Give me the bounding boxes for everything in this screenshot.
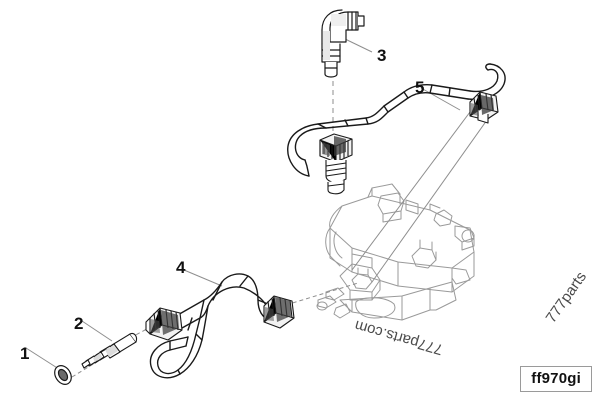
watermark-pump: 777parts.com [353, 317, 445, 358]
leader-line-2 [81, 320, 113, 342]
injection-pump-body [316, 183, 475, 321]
assembly-axis-5-pump [371, 119, 488, 283]
assembly-axis-2-4 [129, 322, 159, 339]
connector-nipple [81, 332, 138, 369]
leader-line-4 [183, 269, 223, 287]
assembly-axis-5b-pump [351, 111, 471, 271]
coupling-lower-right [263, 295, 295, 329]
seal-ring [54, 365, 72, 385]
figure-code-label: ff970gi [520, 365, 592, 392]
fuel-hose-upper [287, 63, 506, 177]
elbow-fitting [321, 9, 365, 78]
watermark-right: 777parts [543, 269, 590, 327]
coupling-upper-right [469, 91, 499, 124]
coupling-upper-left [319, 133, 353, 195]
callout-number-4: 4 [176, 258, 186, 277]
leader-line-5 [420, 87, 461, 111]
callout-number-2: 2 [74, 314, 83, 333]
leader-line-3 [342, 37, 373, 53]
callout-number-1: 1 [20, 344, 29, 363]
coupling-lower-left [145, 307, 183, 341]
assembly-axis-4-pump [285, 282, 359, 306]
callout-number-5: 5 [415, 78, 424, 97]
callout-number-3: 3 [377, 46, 386, 65]
